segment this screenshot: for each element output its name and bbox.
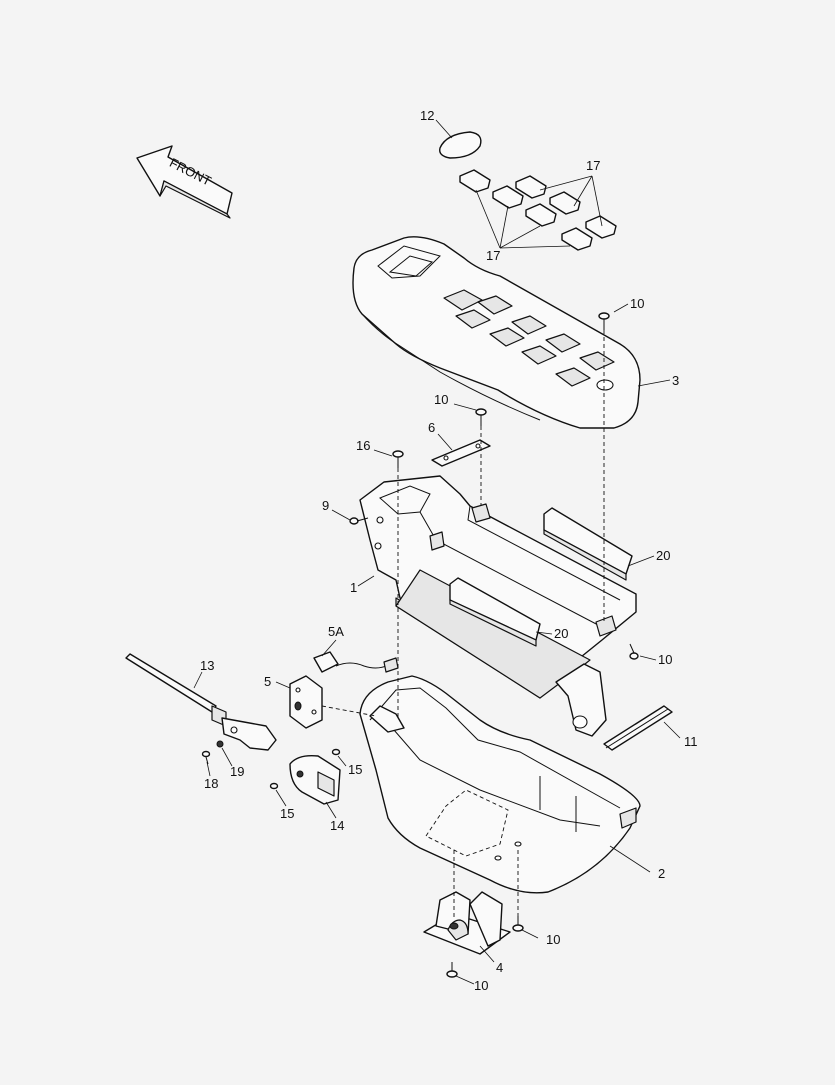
front-arrow: FRONT	[136, 145, 233, 219]
part-20-foam-strip-a	[543, 507, 633, 581]
callout-4: 4	[496, 960, 503, 975]
part-5a-sensor	[313, 651, 399, 673]
callout-15-right: 15	[348, 762, 362, 777]
callout-2: 2	[658, 866, 665, 881]
part-19-washer	[216, 740, 224, 748]
callout-1: 1	[350, 580, 357, 595]
callout-14: 14	[330, 818, 344, 833]
part-10-screw-e	[446, 962, 458, 978]
assembly-lines	[321, 330, 605, 920]
part-18-screw	[201, 750, 211, 765]
callout-labels: 12 17 17 10 3 10 6 16 9 1 20 20 10 11 5A…	[200, 108, 698, 993]
callout-15-left: 15	[280, 806, 294, 821]
callout-10-side: 10	[658, 652, 672, 667]
callout-5a: 5A	[328, 624, 344, 639]
part-10-screw-d	[512, 916, 524, 932]
callout-11: 11	[684, 734, 698, 749]
callout-10-bottom-right: 10	[546, 932, 560, 947]
part-11-gasket	[603, 705, 673, 751]
part-10-screw-a	[598, 312, 610, 330]
callout-leaders	[193, 119, 681, 985]
callout-19: 19	[230, 764, 244, 779]
part-17-switch-caps	[459, 169, 617, 251]
callout-13: 13	[200, 658, 214, 673]
callout-20-right: 20	[656, 548, 670, 563]
part-16-screw	[392, 450, 404, 468]
part-4-mount-bracket	[423, 891, 511, 955]
part-10-screw-c	[629, 643, 639, 660]
callout-6: 6	[428, 420, 435, 435]
callout-18: 18	[204, 776, 218, 791]
part-14-switch-housing	[289, 754, 341, 805]
callout-3: 3	[672, 373, 679, 388]
callout-17-bottom: 17	[486, 248, 500, 263]
part-5-plate	[289, 675, 323, 729]
part-3-top-cover	[352, 236, 641, 429]
part-2-lower-housing	[359, 675, 641, 894]
part-15-screw-a	[331, 748, 341, 756]
callout-17-top: 17	[586, 158, 600, 173]
callout-16: 16	[356, 438, 370, 453]
part-10-screw-b	[475, 408, 487, 426]
part-12-pad	[439, 131, 482, 159]
part-1-frame	[359, 475, 637, 737]
part-13-cable	[125, 653, 277, 751]
part-15-screw-b	[269, 782, 279, 790]
part-9-screw	[349, 517, 369, 525]
callout-10-top-cover: 10	[630, 296, 644, 311]
callout-5: 5	[264, 674, 271, 689]
callout-9: 9	[322, 498, 329, 513]
callout-20-left: 20	[554, 626, 568, 641]
callout-10-bracket: 10	[434, 392, 448, 407]
part-6-bracket	[431, 439, 491, 467]
callout-12: 12	[420, 108, 434, 123]
callout-10-bottom: 10	[474, 978, 488, 993]
